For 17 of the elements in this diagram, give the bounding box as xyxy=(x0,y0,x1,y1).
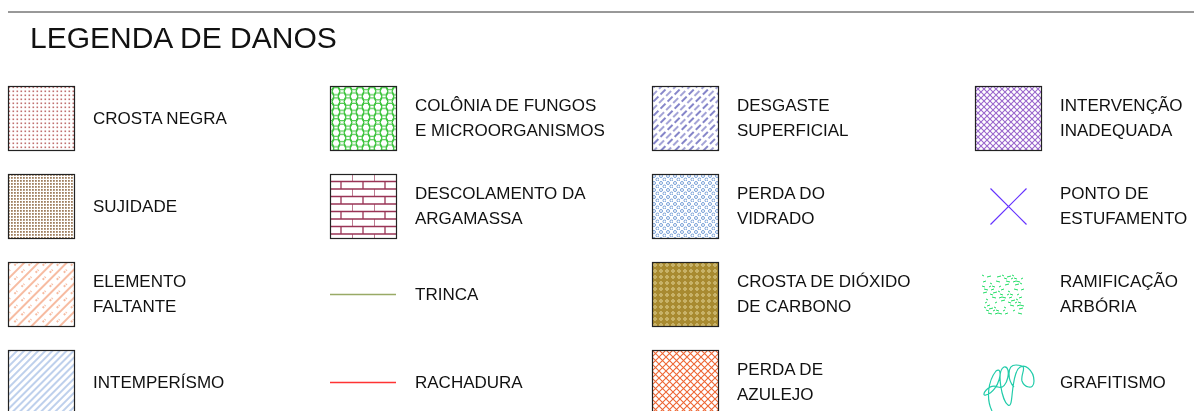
legend-label: DESCOLAMENTO DA ARGAMASSA xyxy=(415,183,587,230)
legend-label: TRINCA xyxy=(415,283,480,306)
legend-label: PERDA DE AZULEJO xyxy=(737,359,824,406)
legend-label: PONTO DE ESTUFAMENTO xyxy=(1060,183,1189,230)
legend-label: RAMIFICAÇÃO ARBÓRIA xyxy=(1060,271,1180,318)
legend-label: SUJIDADE xyxy=(93,195,179,218)
legend-label: RACHADURA xyxy=(415,371,524,394)
legend-label: INTERVENÇÃO INADEQUADA xyxy=(1060,95,1184,142)
legend-label: DESGASTE SUPERFICIAL xyxy=(737,95,850,142)
legend-label: CROSTA DE DIÓXIDO DE CARBONO xyxy=(737,271,912,318)
legend-label: ELEMENTO FALTANTE xyxy=(93,271,188,318)
legend-label: COLÔNIA DE FUNGOS E MICROORGANISMOS xyxy=(415,95,606,142)
legend-label: CROSTA NEGRA xyxy=(93,107,228,130)
title: LEGENDA DE DANOS xyxy=(30,20,337,56)
legend-label: GRAFITISMO xyxy=(1060,371,1167,394)
legend-label: PERDA DO VIDRADO xyxy=(737,183,826,230)
legend-label: INTEMPERÍSMO xyxy=(93,371,226,394)
